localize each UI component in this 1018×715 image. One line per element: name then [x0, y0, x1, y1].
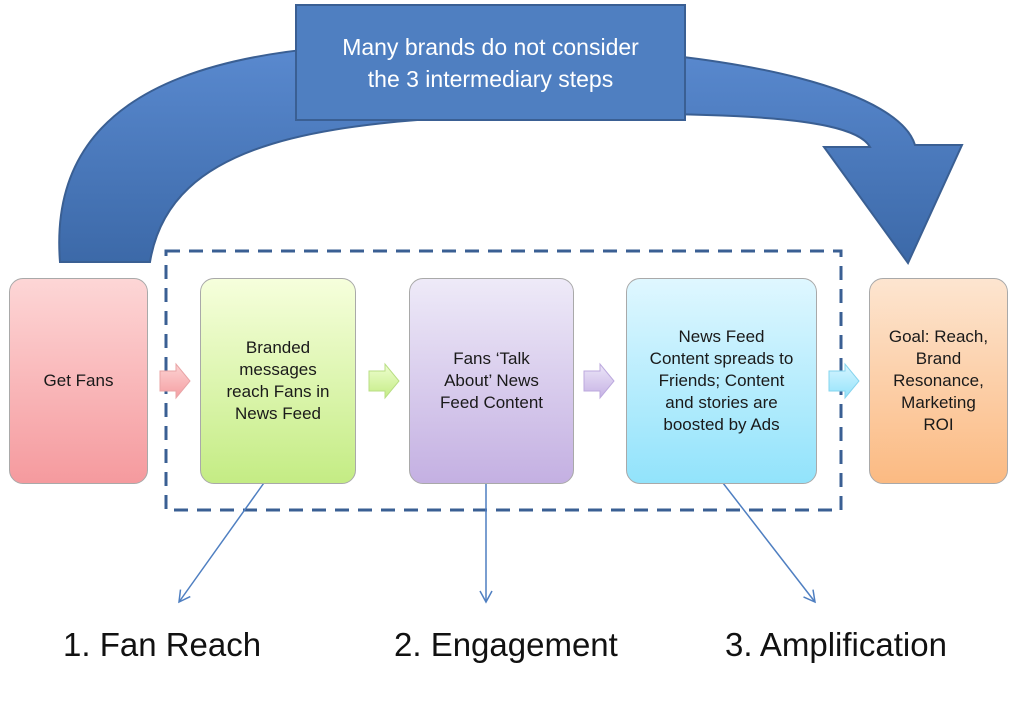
step-text: Goal: Reach, Brand Resonance, Marketing …	[888, 327, 989, 434]
callout-box: Many brands do not consider the 3 interm…	[295, 4, 686, 121]
step-get-fans: Get Fans	[9, 278, 148, 484]
callout-text: Many brands do not consider the 3 interm…	[342, 33, 639, 92]
chevron-arrow-icon	[828, 362, 860, 400]
chevron-arrow-icon	[368, 362, 400, 400]
chevron-arrow-icon	[583, 362, 615, 400]
step-text: News Feed Content spreads to Friends; Co…	[649, 327, 794, 434]
step-fans-talk-about: Fans ‘Talk About’ News Feed Content	[409, 278, 574, 484]
step-text: Fans ‘Talk About’ News Feed Content	[439, 349, 543, 412]
step-text: Branded messages reach Fans in News Feed	[226, 338, 330, 423]
step-branded-messages: Branded messages reach Fans in News Feed	[200, 278, 356, 484]
chevron-arrow-icon	[159, 362, 191, 400]
step-text: Get Fans	[43, 371, 114, 390]
label-fan-reach: 1. Fan Reach	[63, 626, 262, 663]
step-content-spreads: News Feed Content spreads to Friends; Co…	[626, 278, 817, 484]
curved-arrow	[58, 42, 964, 265]
label-amplification: 3. Amplification	[725, 626, 947, 663]
label-engagement: 2. Engagement	[394, 626, 618, 663]
step-goal: Goal: Reach, Brand Resonance, Marketing …	[869, 278, 1008, 484]
